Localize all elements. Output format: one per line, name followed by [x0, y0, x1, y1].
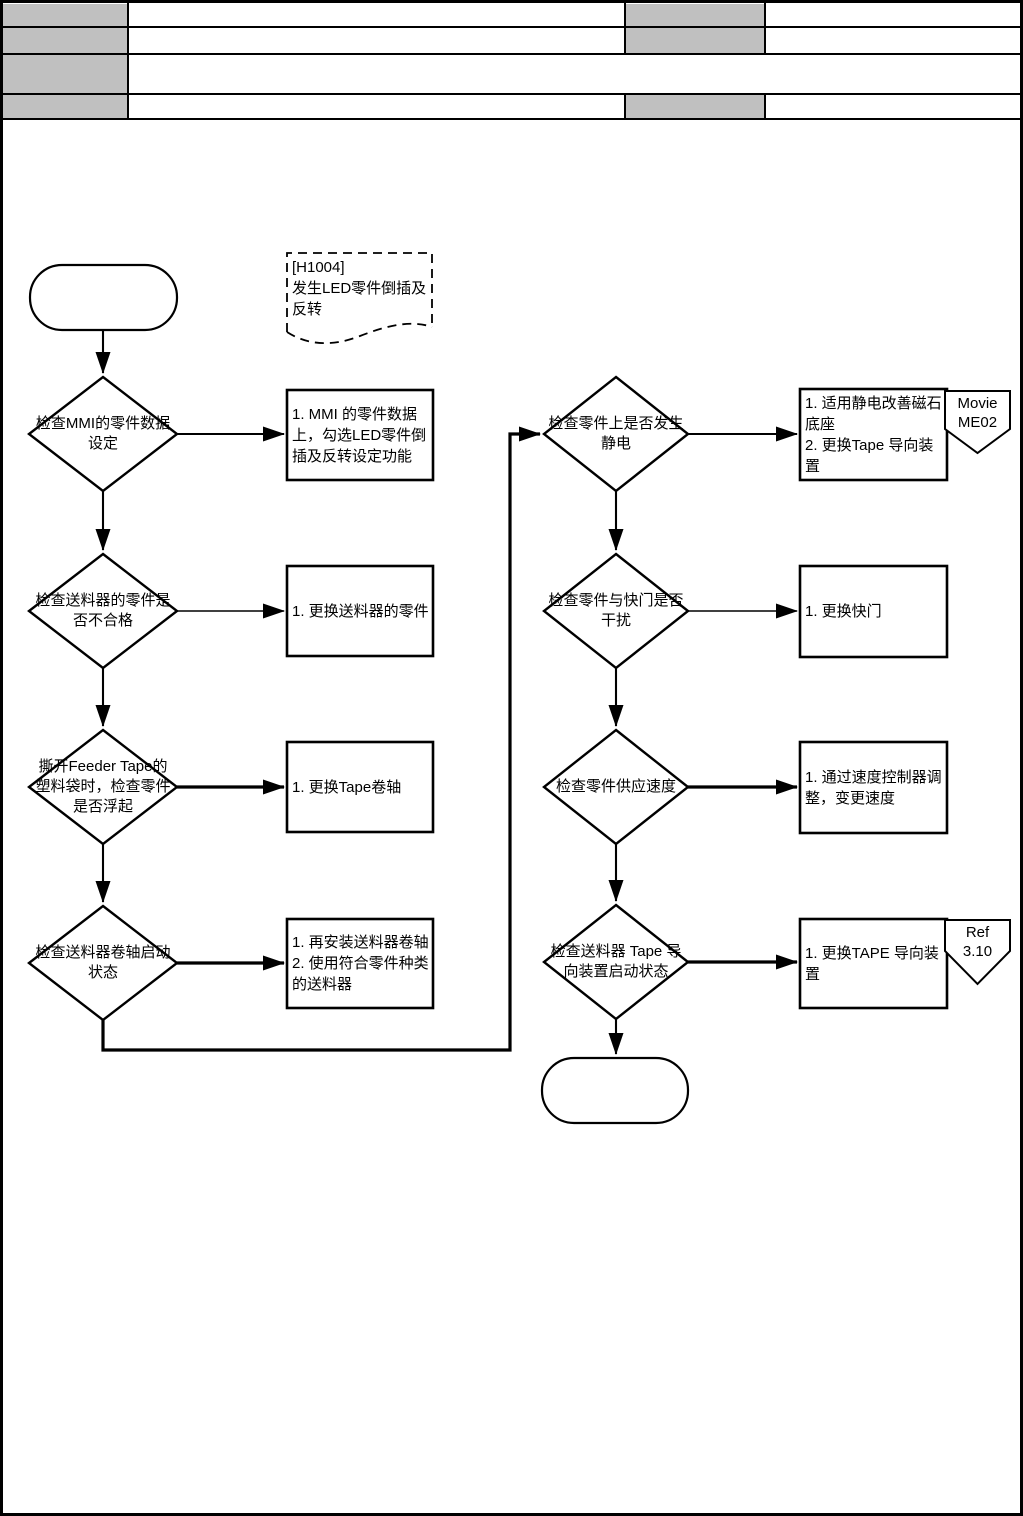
action-box-left-1 [285, 388, 435, 482]
decision-diamond-left-1 [27, 375, 179, 493]
header-cell [3, 95, 128, 118]
action-box-right-2 [798, 564, 949, 659]
decision-label: 检查MMI的零件数据 设定 [35, 415, 171, 452]
decision-label: 检查送料器卷轴启动 状态 [35, 944, 171, 981]
note-box-wave [286, 322, 433, 345]
action-label: 1. 再安装送料器卷轴 2. 使用符合零件种类 的送料器 [292, 934, 429, 993]
table-line [764, 0, 766, 53]
table-line [0, 53, 1023, 55]
action-label: 1. 适用静电改善磁石 底座 2. 更换Tape 导向装 置 [805, 394, 942, 475]
note-box-border [286, 252, 433, 332]
movie-tag-shape [944, 390, 1011, 455]
action-box-left-4 [285, 917, 435, 1010]
action-label: 1. 通过速度控制器调 整，变更速度 [805, 768, 942, 807]
note-text: [H1004] 发生LED零件倒插及 反转 [292, 259, 427, 318]
table-line [764, 93, 766, 118]
action-label: 1. 更换快门 [805, 603, 882, 620]
table-line [0, 26, 1023, 28]
table-line [0, 118, 1023, 120]
table-line [624, 0, 626, 53]
action-label: 1. 更换送料器的零件 [292, 602, 429, 620]
decision-diamond-right-3 [542, 728, 690, 846]
action-label: 1. 更换TAPE 导向装 置 [805, 944, 939, 983]
header-cell [625, 95, 765, 118]
decision-label: 检查送料器的零件是 否不合格 [35, 592, 171, 629]
action-box-right-1 [798, 387, 949, 482]
decision-diamond-right-2 [542, 552, 690, 670]
decision-diamond-left-2 [27, 552, 179, 670]
flow-loop-connector [101, 426, 541, 1052]
table-line [624, 93, 626, 118]
header-cell [3, 4, 128, 26]
decision-label: 检查零件上是否发生 静电 [548, 415, 684, 452]
end-terminator [540, 1056, 690, 1125]
ref-tag-shape [944, 919, 1011, 986]
header-cell [625, 28, 765, 53]
decision-diamond-right-4 [542, 903, 690, 1021]
header-cell [625, 4, 765, 26]
table-line [0, 93, 1023, 95]
decision-diamond-right-1 [542, 375, 690, 493]
action-box-left-2 [285, 564, 435, 658]
table-line [127, 0, 129, 120]
decision-label: 检查送料器 Tape 导 向装置启动状态 [550, 943, 682, 980]
action-box-right-4 [798, 917, 949, 1010]
ref-tag-label: Ref 3.10 [962, 924, 993, 960]
action-box-right-3 [798, 740, 949, 835]
decision-diamond-left-3 [27, 728, 179, 846]
action-label: 1. MMI 的零件数据 上，勾选LED零件倒 插及反转设定功能 [292, 405, 427, 465]
action-label: 1. 更换Tape卷轴 [292, 778, 402, 796]
decision-label: 检查零件供应速度 [555, 778, 676, 795]
header-cell [3, 28, 128, 53]
decision-label: 撕开Feeder Tape的 塑料袋时，检查零件 是否浮起 [35, 758, 171, 815]
action-box-left-3 [285, 740, 435, 834]
movie-tag-label: Movie ME02 [957, 395, 998, 431]
decision-diamond-left-4 [27, 904, 179, 1022]
header-cell [3, 55, 128, 93]
start-terminator [28, 263, 179, 332]
decision-label: 检查零件与快门是否 干扰 [548, 592, 684, 629]
